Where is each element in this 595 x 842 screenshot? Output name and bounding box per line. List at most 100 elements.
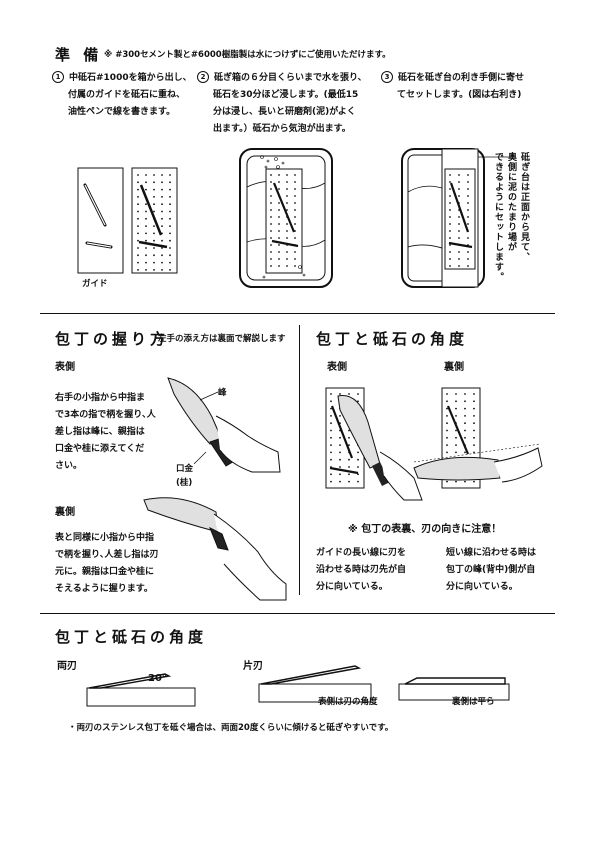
stone-dot: [169, 269, 171, 271]
stone-dot: [446, 415, 448, 417]
stone-dot: [286, 265, 288, 267]
stone-dot: [137, 174, 139, 176]
stone-dot: [169, 188, 171, 191]
stone-dot: [348, 393, 350, 395]
knife-back-grip-illustration: [143, 497, 287, 601]
stone-dot: [137, 210, 139, 213]
stone-dot: [278, 237, 280, 239]
stone-dot: [145, 232, 147, 235]
blade-edge: [260, 665, 362, 685]
stone-dot: [330, 480, 332, 483]
back-flat-label: 裏側は平ら: [452, 697, 495, 707]
stone-dot: [473, 422, 475, 425]
soaking-whetstone: [265, 168, 303, 274]
stone-dot: [348, 480, 350, 483]
stone-dot: [294, 209, 296, 211]
stone-dot: [473, 429, 475, 432]
stone-dot: [169, 239, 171, 242]
stone-dot: [446, 400, 448, 403]
stone-dot: [339, 458, 341, 461]
grip-front-heading: 表側: [55, 362, 75, 373]
stone-dot: [455, 436, 457, 439]
stone-dot: [458, 230, 460, 232]
stone-dot: [161, 188, 163, 191]
back-flat-diagram: [398, 677, 510, 701]
stone-dot: [330, 415, 332, 417]
stone-dot: [464, 393, 466, 395]
stone-dot: [455, 444, 457, 446]
stone-dot: [455, 407, 457, 410]
stone-dot: [458, 258, 460, 260]
stone-block: [86, 687, 196, 707]
angle-warning: ※ 包丁の表裏、刃の向きに注意！: [348, 524, 502, 535]
stone-dot: [446, 407, 448, 410]
stone-dot: [339, 415, 341, 417]
angle-20-label: 20°: [148, 673, 167, 684]
step-number: 3: [381, 71, 393, 83]
stone-dot: [294, 251, 296, 253]
stone-dot: [278, 258, 280, 260]
angle-right-text: 短い線に沿わせる時は 包丁の峰(背中)側が自 分に向いている。: [446, 548, 537, 592]
stone-dot: [169, 217, 171, 220]
stone-dot: [449, 174, 451, 176]
stone-dot: [270, 174, 272, 176]
stone-dot: [278, 188, 280, 190]
column-divider: [299, 325, 300, 595]
single-bevel-diagram: [258, 665, 372, 703]
stone-dot: [153, 174, 155, 176]
stone-dot: [161, 261, 163, 264]
stone-dot: [137, 239, 139, 242]
stone-dot: [348, 429, 350, 432]
stone-dot: [161, 196, 163, 198]
stone-dot: [169, 174, 171, 176]
stone-dot: [473, 407, 475, 410]
stone-dot: [330, 393, 332, 395]
stone-dot: [278, 251, 280, 253]
stone-dot: [169, 196, 171, 198]
stone-dot: [294, 258, 296, 260]
stone-dot: [153, 225, 155, 227]
double-bevel-label: 両刃: [57, 661, 77, 672]
stone-dot: [145, 261, 147, 264]
stone-dot: [458, 251, 460, 253]
stone-dot: [161, 174, 163, 176]
stone-dot: [339, 444, 341, 446]
stone-dot: [446, 436, 448, 439]
stone-dot: [145, 188, 147, 191]
stone-dot: [339, 451, 341, 454]
stone-dot: [161, 225, 163, 227]
bevel-section-title: 包丁と砥石の角度: [55, 628, 208, 646]
stone-dot: [278, 223, 280, 225]
stone-dot: [137, 203, 139, 206]
stone-dot: [455, 451, 457, 454]
stone-dot: [278, 230, 280, 232]
stone-dot: [449, 181, 451, 183]
grip-front-text: 右手の小指から中指ま で3本の指で柄を握り､人 差し指は峰に、親指は 口金や桂に…: [55, 393, 156, 471]
stone-dot: [286, 223, 288, 225]
stone-dot: [145, 174, 147, 176]
stone-dot: [449, 216, 451, 218]
grip-title: 包丁の握り方: [55, 330, 170, 348]
stone-dot: [278, 244, 280, 246]
stone-dot: [449, 265, 451, 267]
knife-front: [337, 395, 381, 469]
grip-back-text: 表と同様に小指から中指 で柄を握り､人差し指は刃 元に。親指は口金や桂に そえる…: [55, 533, 159, 594]
stone-dot: [339, 466, 341, 468]
stone-dot: [464, 407, 466, 410]
stone-dot: [270, 258, 272, 260]
stone-dot: [294, 223, 296, 225]
stone-dot: [137, 269, 139, 271]
stone-dot: [270, 251, 272, 253]
stone-dot: [446, 444, 448, 446]
stone-dot: [467, 265, 469, 267]
stone-dot: [473, 480, 475, 483]
stone-dot: [294, 188, 296, 190]
stone-dot: [270, 223, 272, 225]
knife-front-grip-illustration: [167, 377, 281, 473]
stone-dot: [169, 232, 171, 235]
stone-dot: [270, 237, 272, 239]
stone-dot: [137, 188, 139, 191]
stone-dot: [294, 195, 296, 197]
stone-dot: [161, 239, 163, 242]
stone-dot: [339, 480, 341, 483]
